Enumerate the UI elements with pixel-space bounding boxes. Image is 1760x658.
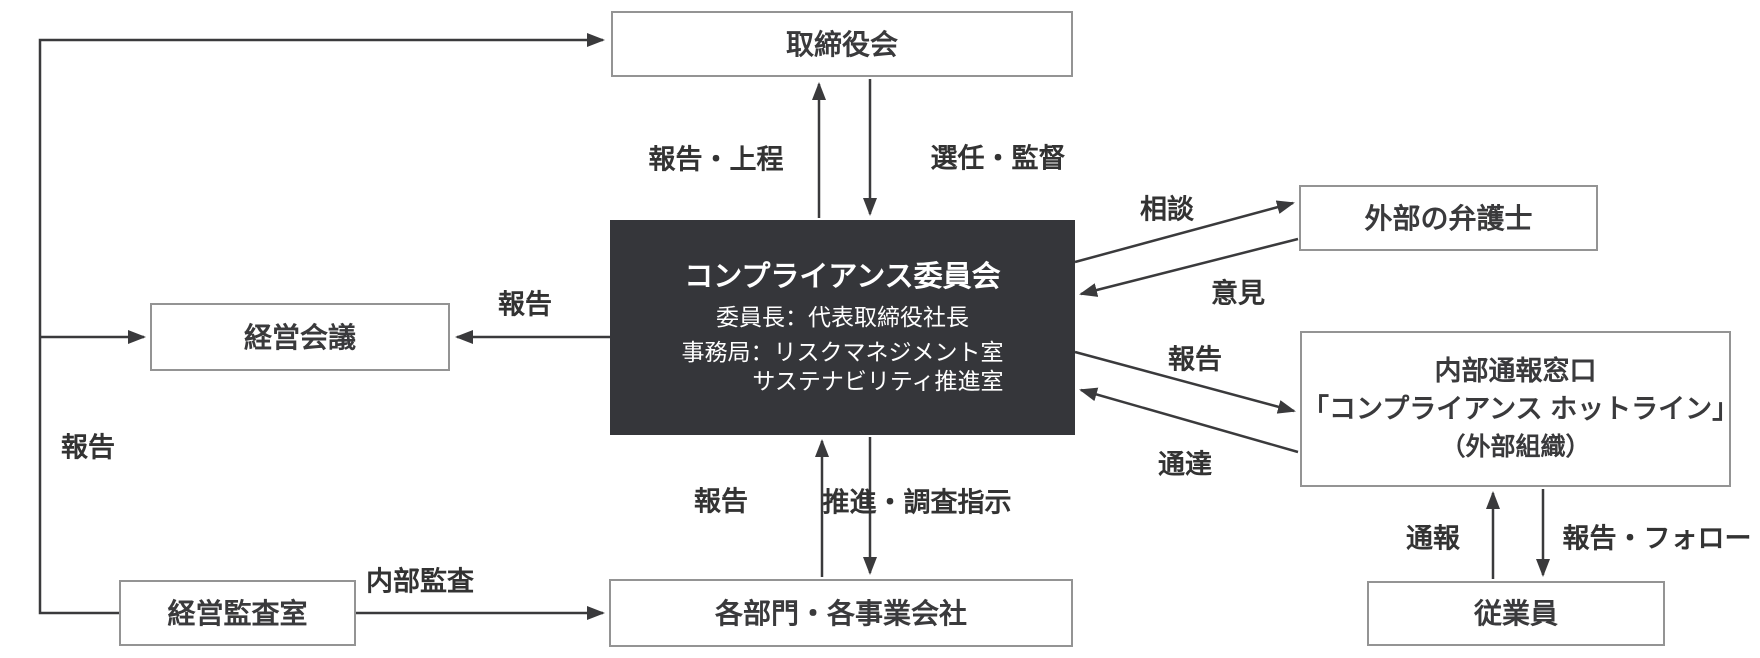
hotline-line2: 「コンプライアンス ホットライン」 — [1302, 394, 1740, 425]
node-external-lawyers-label: 外部の弁護士 — [1364, 202, 1533, 234]
edge-label-report-to-hotline: 報告 — [1168, 344, 1222, 375]
node-departments: 各部門・各事業会社 — [609, 579, 1073, 647]
node-compliance-committee: コンプライアンス委員会 委員長：代表取締役社長 事務局：リスクマネジメント室 サ… — [610, 220, 1075, 435]
edge-label-report-to-meeting: 報告 — [498, 289, 552, 320]
committee-secretariat-line2: サステナビリティ推進室 — [752, 368, 1004, 394]
edge-label-promotion-investigation: 推進・調査指示 — [822, 487, 1012, 518]
node-employees: 従業員 — [1367, 581, 1665, 646]
committee-title: コンプライアンス委員会 — [684, 261, 1001, 294]
edge-label-report-left-line: 報告 — [61, 432, 115, 463]
node-external-lawyers: 外部の弁護士 — [1299, 185, 1598, 251]
committee-chair: 委員長：代表取締役社長 — [716, 303, 969, 330]
arrow-audit-to-board — [38, 33, 605, 615]
node-audit-office: 経営監査室 — [119, 580, 356, 646]
node-employees-label: 従業員 — [1473, 598, 1558, 629]
edge-label-report-submission: 報告・上程 — [648, 144, 784, 175]
edge-label-report-from-departments: 報告 — [694, 486, 748, 517]
arrow-consultation — [1074, 200, 1295, 264]
edge-label-internal-audit: 内部監査 — [366, 566, 474, 597]
committee-secretariat: 事務局：リスクマネジメント室 サステナビリティ推進室 — [682, 338, 1004, 396]
arrow-opinion — [1079, 237, 1299, 297]
hotline-line3: （外部組織） — [1440, 433, 1591, 462]
node-departments-label: 各部門・各事業会社 — [714, 597, 967, 629]
node-board-label: 取締役会 — [785, 28, 898, 60]
node-hotline: 内部通報窓口 「コンプライアンス ホットライン」 （外部組織） — [1300, 331, 1740, 487]
edge-label-notification: 通達 — [1158, 449, 1212, 480]
committee-secretariat-line1: 事務局：リスクマネジメント室 — [681, 339, 1004, 366]
edge-label-report-follow: 報告・フォロー — [1562, 523, 1752, 554]
node-management-meeting-label: 経営会議 — [243, 321, 356, 353]
hotline-line1: 内部通報窓口 — [1434, 355, 1597, 386]
node-audit-office-label: 経営監査室 — [167, 597, 308, 629]
edge-label-consultation: 相談 — [1140, 194, 1194, 225]
arrow-notification — [1079, 387, 1299, 454]
edge-label-whistleblowing: 通報 — [1406, 523, 1460, 554]
edge-label-opinion: 意見 — [1211, 278, 1265, 309]
node-management-meeting: 経営会議 — [150, 303, 450, 371]
edge-label-appointment-supervision: 選任・監督 — [930, 143, 1066, 174]
node-board: 取締役会 — [611, 11, 1073, 77]
arrow-report-to-hotline — [1074, 350, 1296, 414]
